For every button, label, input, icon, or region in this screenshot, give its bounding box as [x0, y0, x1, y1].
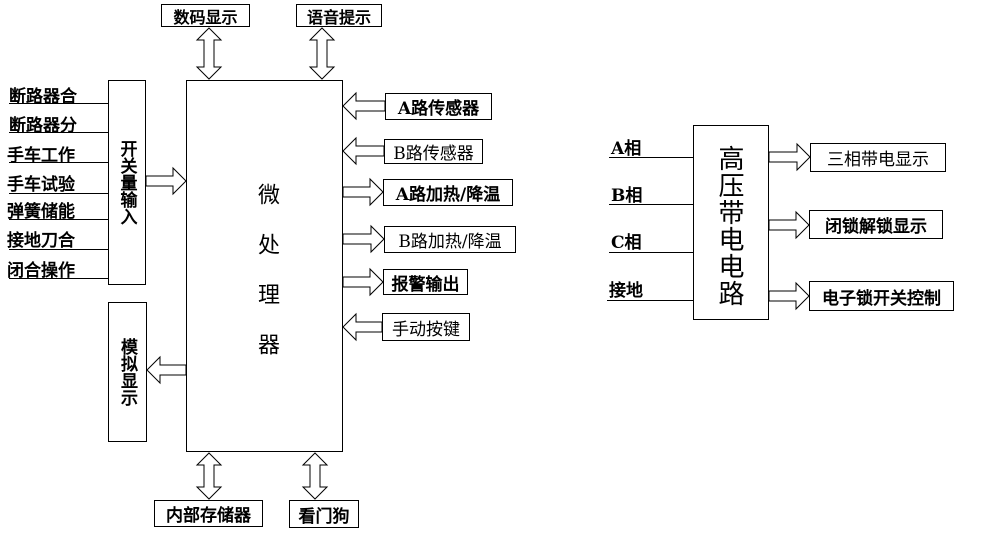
- internal-memory-block: 内部存储器: [154, 500, 263, 527]
- input-breaker-close: 断路器合: [9, 87, 77, 107]
- three-phase-live-display-block: 三相带电显示: [810, 143, 946, 172]
- input-earth-switch-closed: 接地刀合: [7, 231, 75, 251]
- input-breaker-open: 断路器分: [9, 116, 77, 136]
- mcu-memory-arrow: [195, 452, 223, 500]
- input-line: [9, 162, 108, 163]
- ground-line: [607, 300, 693, 301]
- a-heat-cool-block: A路加热/降温: [383, 179, 513, 206]
- hv-to-electronic-lock-arrow: [768, 281, 810, 311]
- alarm-output-block: 报警输出: [383, 269, 468, 295]
- voice-prompt-block: 语音提示: [296, 4, 382, 27]
- mcu-watchdog-arrow: [301, 452, 329, 500]
- a-sensor-block: A路传感器: [385, 93, 492, 120]
- digital-display-block: 数码显示: [161, 4, 250, 27]
- phase-b-label: B相: [611, 186, 643, 206]
- microprocessor-block: [186, 80, 343, 452]
- manual-key-block: 手动按键: [382, 313, 470, 341]
- hv-live-circuit-label: 高压带电电路: [714, 145, 744, 307]
- phase-c-line: [609, 252, 693, 253]
- mcu-to-a-heat-arrow: [342, 177, 384, 207]
- input-line: [9, 103, 108, 104]
- switch-input-block: [108, 80, 146, 285]
- b-sensor-block: B路传感器: [384, 139, 483, 164]
- electronic-lock-control-block: 电子锁开关控制: [809, 281, 954, 311]
- input-line: [9, 132, 108, 133]
- input-cart-test: 手车试验: [7, 175, 75, 195]
- switch-input-to-mcu-arrow: [145, 166, 187, 196]
- hv-live-circuit-block: [693, 125, 769, 320]
- watchdog-block: 看门狗: [289, 500, 359, 528]
- input-line: [9, 249, 108, 250]
- analog-display-block: [108, 302, 147, 442]
- phase-c-label: C相: [611, 233, 642, 253]
- manual-key-to-mcu-arrow: [342, 312, 383, 342]
- switch-input-label: 开关量输入: [116, 140, 137, 225]
- mcu-to-b-heat-arrow: [342, 224, 385, 254]
- input-line: [9, 193, 108, 194]
- mcu-to-analog-display-arrow: [146, 355, 187, 385]
- microprocessor-label: 微处理器: [254, 183, 279, 383]
- input-cart-working: 手车工作: [7, 146, 75, 166]
- phase-a-line: [609, 157, 693, 158]
- input-spring-charged: 弹簧储能: [7, 202, 75, 222]
- input-line: [9, 278, 108, 279]
- hv-to-lock-display-arrow: [768, 210, 810, 240]
- input-close-operation: 闭合操作: [7, 261, 75, 281]
- mcu-digital-display-arrow: [195, 27, 223, 80]
- mcu-to-alarm-arrow: [342, 267, 384, 297]
- mcu-voice-prompt-arrow: [308, 27, 336, 80]
- phase-a-label: A相: [611, 139, 642, 159]
- b-sensor-to-mcu-arrow: [342, 136, 385, 166]
- hv-to-three-phase-display-arrow: [768, 142, 811, 172]
- input-line: [9, 219, 108, 220]
- lock-unlock-display-block: 闭锁解锁显示: [809, 210, 943, 239]
- b-heat-cool-block: B路加热/降温: [384, 226, 516, 253]
- ground-label: 接地: [609, 281, 643, 301]
- phase-b-line: [609, 204, 693, 205]
- analog-display-label: 模拟显示: [117, 338, 137, 406]
- a-sensor-to-mcu-arrow: [342, 91, 386, 121]
